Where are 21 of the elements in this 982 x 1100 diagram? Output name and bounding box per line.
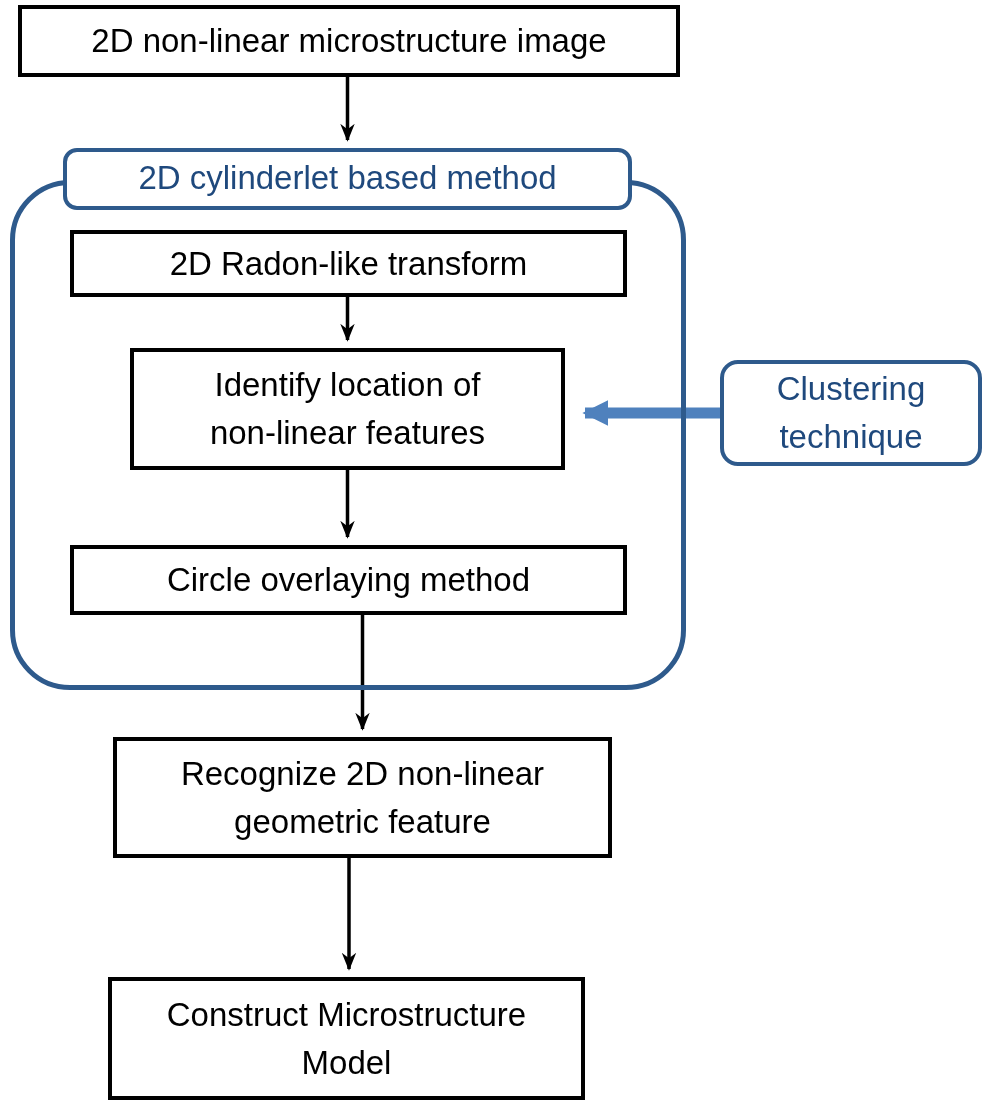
arrow: [340, 297, 355, 342]
box-label: Construct Microstructure Model: [165, 994, 528, 1083]
box-label: Clustering technique: [775, 369, 927, 457]
arrow: [341, 858, 357, 971]
box-label: Identify location of non-linear features: [208, 365, 487, 453]
box-label: Recognize 2D non-linear geometric feature: [179, 753, 546, 842]
process-box: [113, 737, 612, 858]
group-heading: 2D cylinderlet based method: [63, 148, 632, 210]
process-box: [108, 977, 585, 1100]
box-label: 2D Radon-like transform: [168, 243, 529, 284]
arrow: [355, 615, 370, 731]
process-box: [70, 230, 627, 297]
process-box: [130, 348, 565, 470]
input-box: [720, 360, 982, 466]
arrow: [340, 77, 355, 142]
arrow: [582, 400, 720, 426]
box-label: 2D non-linear microstructure image: [90, 21, 608, 62]
process-box: [70, 545, 627, 615]
process-box: [18, 5, 680, 77]
box-label: Circle overlaying method: [165, 560, 532, 601]
arrow: [340, 470, 355, 539]
